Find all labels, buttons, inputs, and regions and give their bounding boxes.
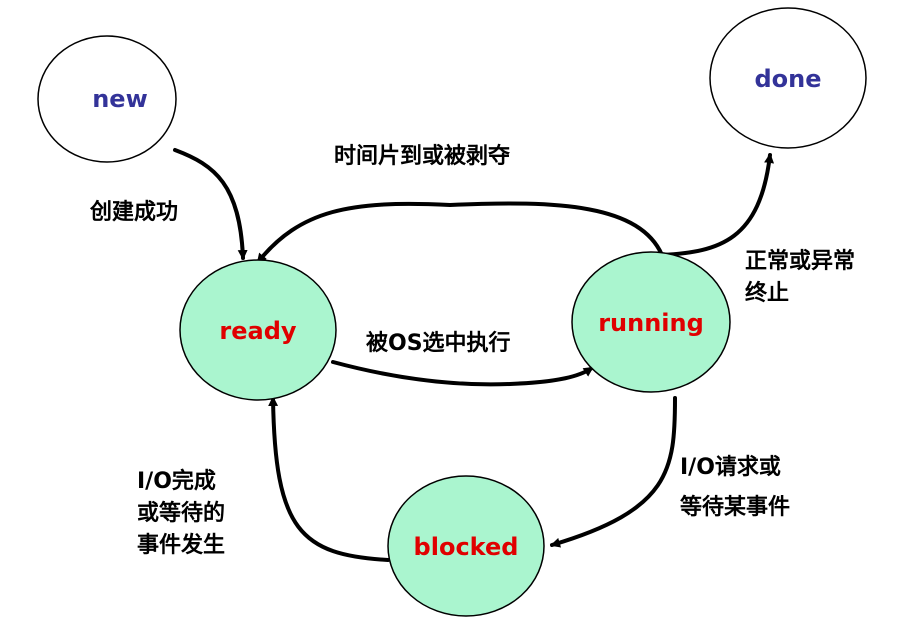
label-running-to-done-line-1: 正常或异常 (745, 248, 855, 274)
label-blocked-to-ready: I/O完成 或等待的 事件发生 (137, 468, 233, 558)
label-running-to-done: 正常或异常 终止 (745, 248, 863, 306)
edge-new-to-ready (173, 148, 248, 260)
edge-running-to-done (660, 153, 775, 257)
label-blocked-to-ready-line-1: I/O完成 (137, 468, 216, 494)
state-running-label: running (598, 309, 704, 337)
state-new-circle (37, 35, 177, 163)
label-running-to-ready: 时间片到或被剥夺 (334, 143, 511, 169)
label-new-to-ready-line: 创建成功 (89, 200, 178, 225)
state-ready-label: ready (219, 317, 296, 345)
state-done: done (709, 7, 867, 149)
state-running: running (571, 251, 731, 393)
label-running-to-ready-line: 时间片到或被剥夺 (334, 143, 511, 169)
edge-blocked-to-ready (268, 396, 390, 562)
state-blocked-label: blocked (414, 533, 519, 561)
edge-ready-to-running (331, 360, 594, 387)
label-blocked-to-ready-line-3: 事件发生 (137, 532, 225, 558)
state-running-circle (571, 251, 731, 393)
edge-running-to-ready (256, 201, 664, 264)
label-running-to-blocked: I/O请求或 等待某事件 (680, 454, 790, 520)
state-ready: ready (179, 259, 337, 401)
state-done-label: done (754, 65, 821, 93)
label-blocked-to-ready-line-2: 或等待的 (137, 500, 225, 526)
label-ready-to-running-line: 被OS选中执行 (366, 330, 511, 356)
state-blocked-circle (387, 475, 545, 617)
label-new-to-ready: 创建成功 (89, 200, 178, 225)
state-new: new (37, 35, 177, 163)
state-new-label: new (92, 85, 148, 113)
state-ready-circle (179, 259, 337, 401)
label-running-to-blocked-line-1: I/O请求或 (680, 454, 781, 480)
state-done-circle (709, 7, 867, 149)
label-ready-to-running: 被OS选中执行 (366, 330, 511, 356)
label-running-to-done-line-2: 终止 (745, 280, 789, 306)
state-blocked: blocked (387, 475, 545, 617)
edge-running-to-blocked (550, 396, 677, 548)
label-running-to-blocked-line-2: 等待某事件 (680, 494, 790, 520)
